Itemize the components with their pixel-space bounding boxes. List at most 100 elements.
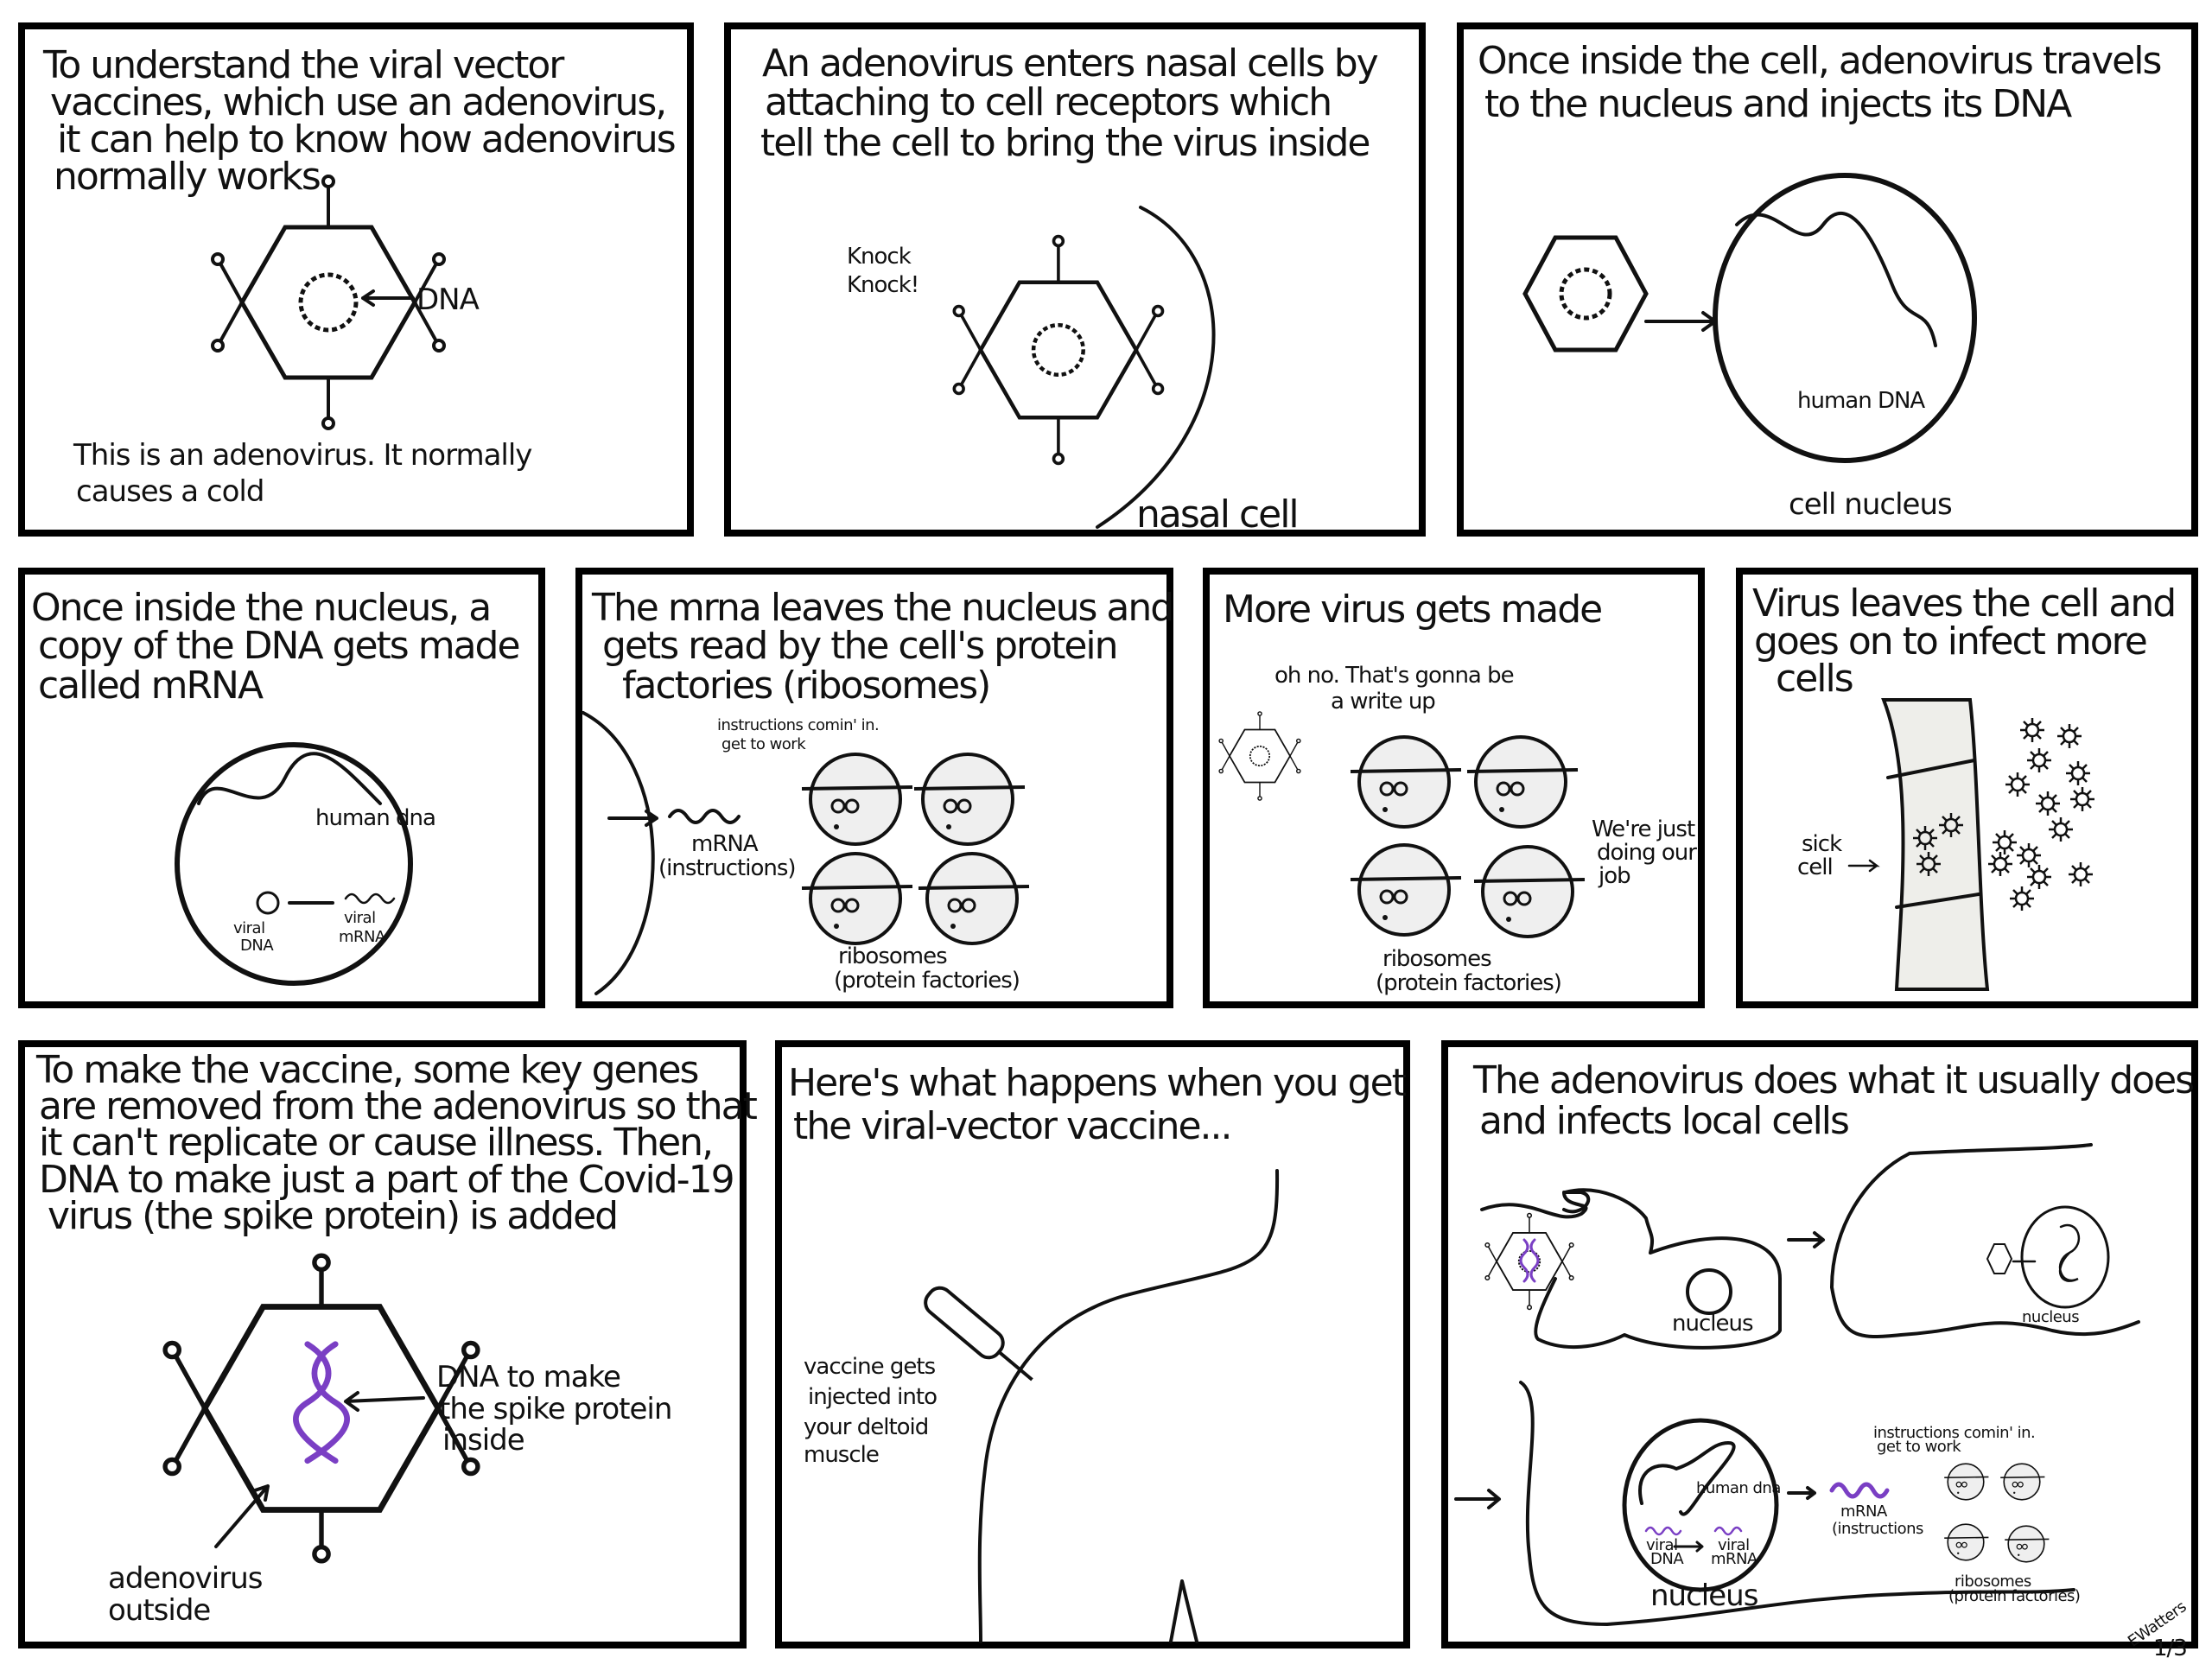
speech-line: a write up — [1331, 689, 1435, 715]
human-dna-strand — [2059, 1223, 2080, 1282]
viral-dna-icon — [1644, 1526, 1682, 1536]
viral-mrna-label: viral — [1718, 1536, 1750, 1554]
ribosomes-label: (protein factories) — [1376, 970, 1561, 996]
mrna-icon — [1829, 1482, 1890, 1499]
page-number: 1/3 — [2153, 1636, 2187, 1658]
caption-line: Once inside the nucleus, a — [31, 586, 490, 630]
arrow-icon — [607, 810, 658, 827]
caption-line: cells — [1776, 657, 1853, 701]
caption-line: factories (ribosomes) — [622, 664, 989, 708]
caption-line: The mrna leaves the nucleus and — [591, 586, 1173, 630]
cell-outline — [1480, 1188, 1782, 1350]
caption-line: it can help to know how adenovirus — [57, 118, 675, 162]
outside-label: adenovirus — [108, 1561, 263, 1596]
viral-mrna-icon — [1713, 1526, 1743, 1536]
dna-spike-label: the spike protein — [439, 1392, 671, 1426]
caption-line: virus (the spike protein) is added — [48, 1194, 617, 1238]
dna-spike-label: inside — [442, 1423, 524, 1458]
reply-line: We're just — [1592, 816, 1695, 842]
adenovirus-icon — [1522, 235, 1649, 353]
caption-line: goes on to infect more — [1754, 619, 2146, 664]
viral-dna-icon — [256, 891, 280, 915]
viral-mrna-label: mRNA — [1711, 1550, 1758, 1568]
arrow-icon — [344, 1391, 425, 1412]
human-dna-strand — [197, 752, 382, 805]
speech-line: get to work — [721, 735, 806, 753]
caption-line: More virus gets made — [1223, 588, 1601, 632]
panel-frame — [18, 568, 545, 1008]
ribosomes-label: ribosomes — [838, 943, 947, 969]
human-dna-strand — [1735, 211, 1937, 347]
ribosomes-label: ribosomes — [1382, 946, 1491, 972]
arm-outline — [1169, 1579, 1198, 1643]
nucleus — [175, 742, 413, 986]
note-line: This is an adenovirus. It normally — [73, 438, 532, 473]
arrow-icon — [1787, 1486, 1816, 1500]
spike-dna-icon — [1519, 1238, 1540, 1283]
cell-nucleus — [1713, 173, 1977, 463]
panel-3: Once inside the cell, adenovirus travels… — [1457, 22, 2198, 537]
mrna-label: mRNA — [1840, 1502, 1888, 1521]
mrna-label: (instructions — [1832, 1520, 1923, 1538]
arrow-icon — [1787, 1231, 1825, 1248]
injected-label: injected into — [808, 1384, 937, 1410]
dna-spike-label: DNA to make — [436, 1360, 620, 1394]
cell-outline — [1519, 1381, 2075, 1626]
viral-mrna-label: viral — [344, 909, 376, 927]
human-dna-label: human dna — [315, 805, 435, 831]
panel-6: More virus gets made oh no. That's gonna… — [1203, 568, 1705, 1008]
syringe-icon — [924, 1286, 1033, 1382]
dna-label: DNA — [416, 283, 480, 317]
viral-mrna-label: mRNA — [339, 928, 386, 946]
adenovirus-icon — [1986, 1243, 2013, 1274]
caption-line: the viral-vector vaccine... — [793, 1104, 1231, 1148]
caption-line: tell the cell to bring the virus inside — [760, 121, 1369, 165]
caption-line: DNA to make just a part of the Covid-19 — [39, 1158, 734, 1202]
panel-7: Virus leaves the cell and goes on to inf… — [1736, 568, 2198, 1008]
viral-dna-label: viral — [1646, 1536, 1678, 1554]
ribosomes-label: (protein factories) — [1948, 1587, 2080, 1605]
panel-10: The adenovirus does what it usually does… — [1441, 1040, 2198, 1651]
viral-dna-label: DNA — [1650, 1550, 1684, 1568]
panel-2: An adenovirus enters nasal cells by atta… — [724, 22, 1426, 537]
arrow-icon — [1847, 859, 1880, 873]
reply-line: doing our — [1597, 840, 1697, 866]
nasal-cell-label: nasal cell — [1136, 492, 1298, 537]
nucleus-label: nucleus — [1672, 1311, 1753, 1337]
ribosomes-label: ribosomes — [1955, 1572, 2031, 1591]
injected-label: muscle — [804, 1442, 879, 1468]
caption-line: The adenovirus does what it usually does — [1472, 1058, 2193, 1102]
outside-label: outside — [108, 1593, 210, 1628]
mrna-icon — [668, 809, 741, 824]
caption-line: Here's what happens when you get — [788, 1061, 1407, 1105]
human-dna-label: human dna — [1696, 1479, 1781, 1497]
panel-frame — [1203, 568, 1705, 1008]
sick-cell-label: cell — [1797, 854, 1833, 880]
panel-8: To make the vaccine, some key genes are … — [18, 1040, 760, 1648]
caption-line: To make the vaccine, some key genes — [35, 1048, 698, 1092]
caption-line: to the nucleus and injects its DNA — [1484, 82, 2072, 126]
panel-5: The mrna leaves the nucleus and gets rea… — [575, 568, 1174, 1008]
viral-dna-label: viral — [233, 919, 265, 937]
note-line: causes a cold — [76, 474, 264, 509]
dna-icon — [1559, 267, 1612, 321]
nasal-cell-membrane — [1096, 206, 1216, 529]
ribosomes-label: (protein factories) — [834, 968, 1020, 994]
human-dna-label: human DNA — [1797, 388, 1925, 414]
injected-label: your deltoid — [804, 1414, 928, 1440]
cell-nucleus-label: cell nucleus — [1789, 487, 1952, 522]
speech-line: oh no. That's gonna be — [1274, 663, 1514, 689]
caption-line: normally works — [54, 155, 320, 199]
caption-line: To understand the viral vector — [42, 43, 565, 87]
cell-divider — [1886, 759, 1980, 909]
nucleus-membrane — [582, 711, 655, 995]
viral-dna-label: DNA — [240, 937, 274, 955]
caption-line: are removed from the adenovirus so that — [39, 1084, 758, 1128]
speech-line: instructions comin' in. — [717, 716, 879, 734]
sick-cell-label: sick — [1802, 831, 1842, 857]
arrow-icon — [1673, 1540, 1704, 1553]
caption-line: called mRNA — [38, 664, 264, 708]
caption-line: gets read by the cell's protein — [602, 624, 1117, 668]
caption-line: Virus leaves the cell and — [1752, 581, 2175, 626]
